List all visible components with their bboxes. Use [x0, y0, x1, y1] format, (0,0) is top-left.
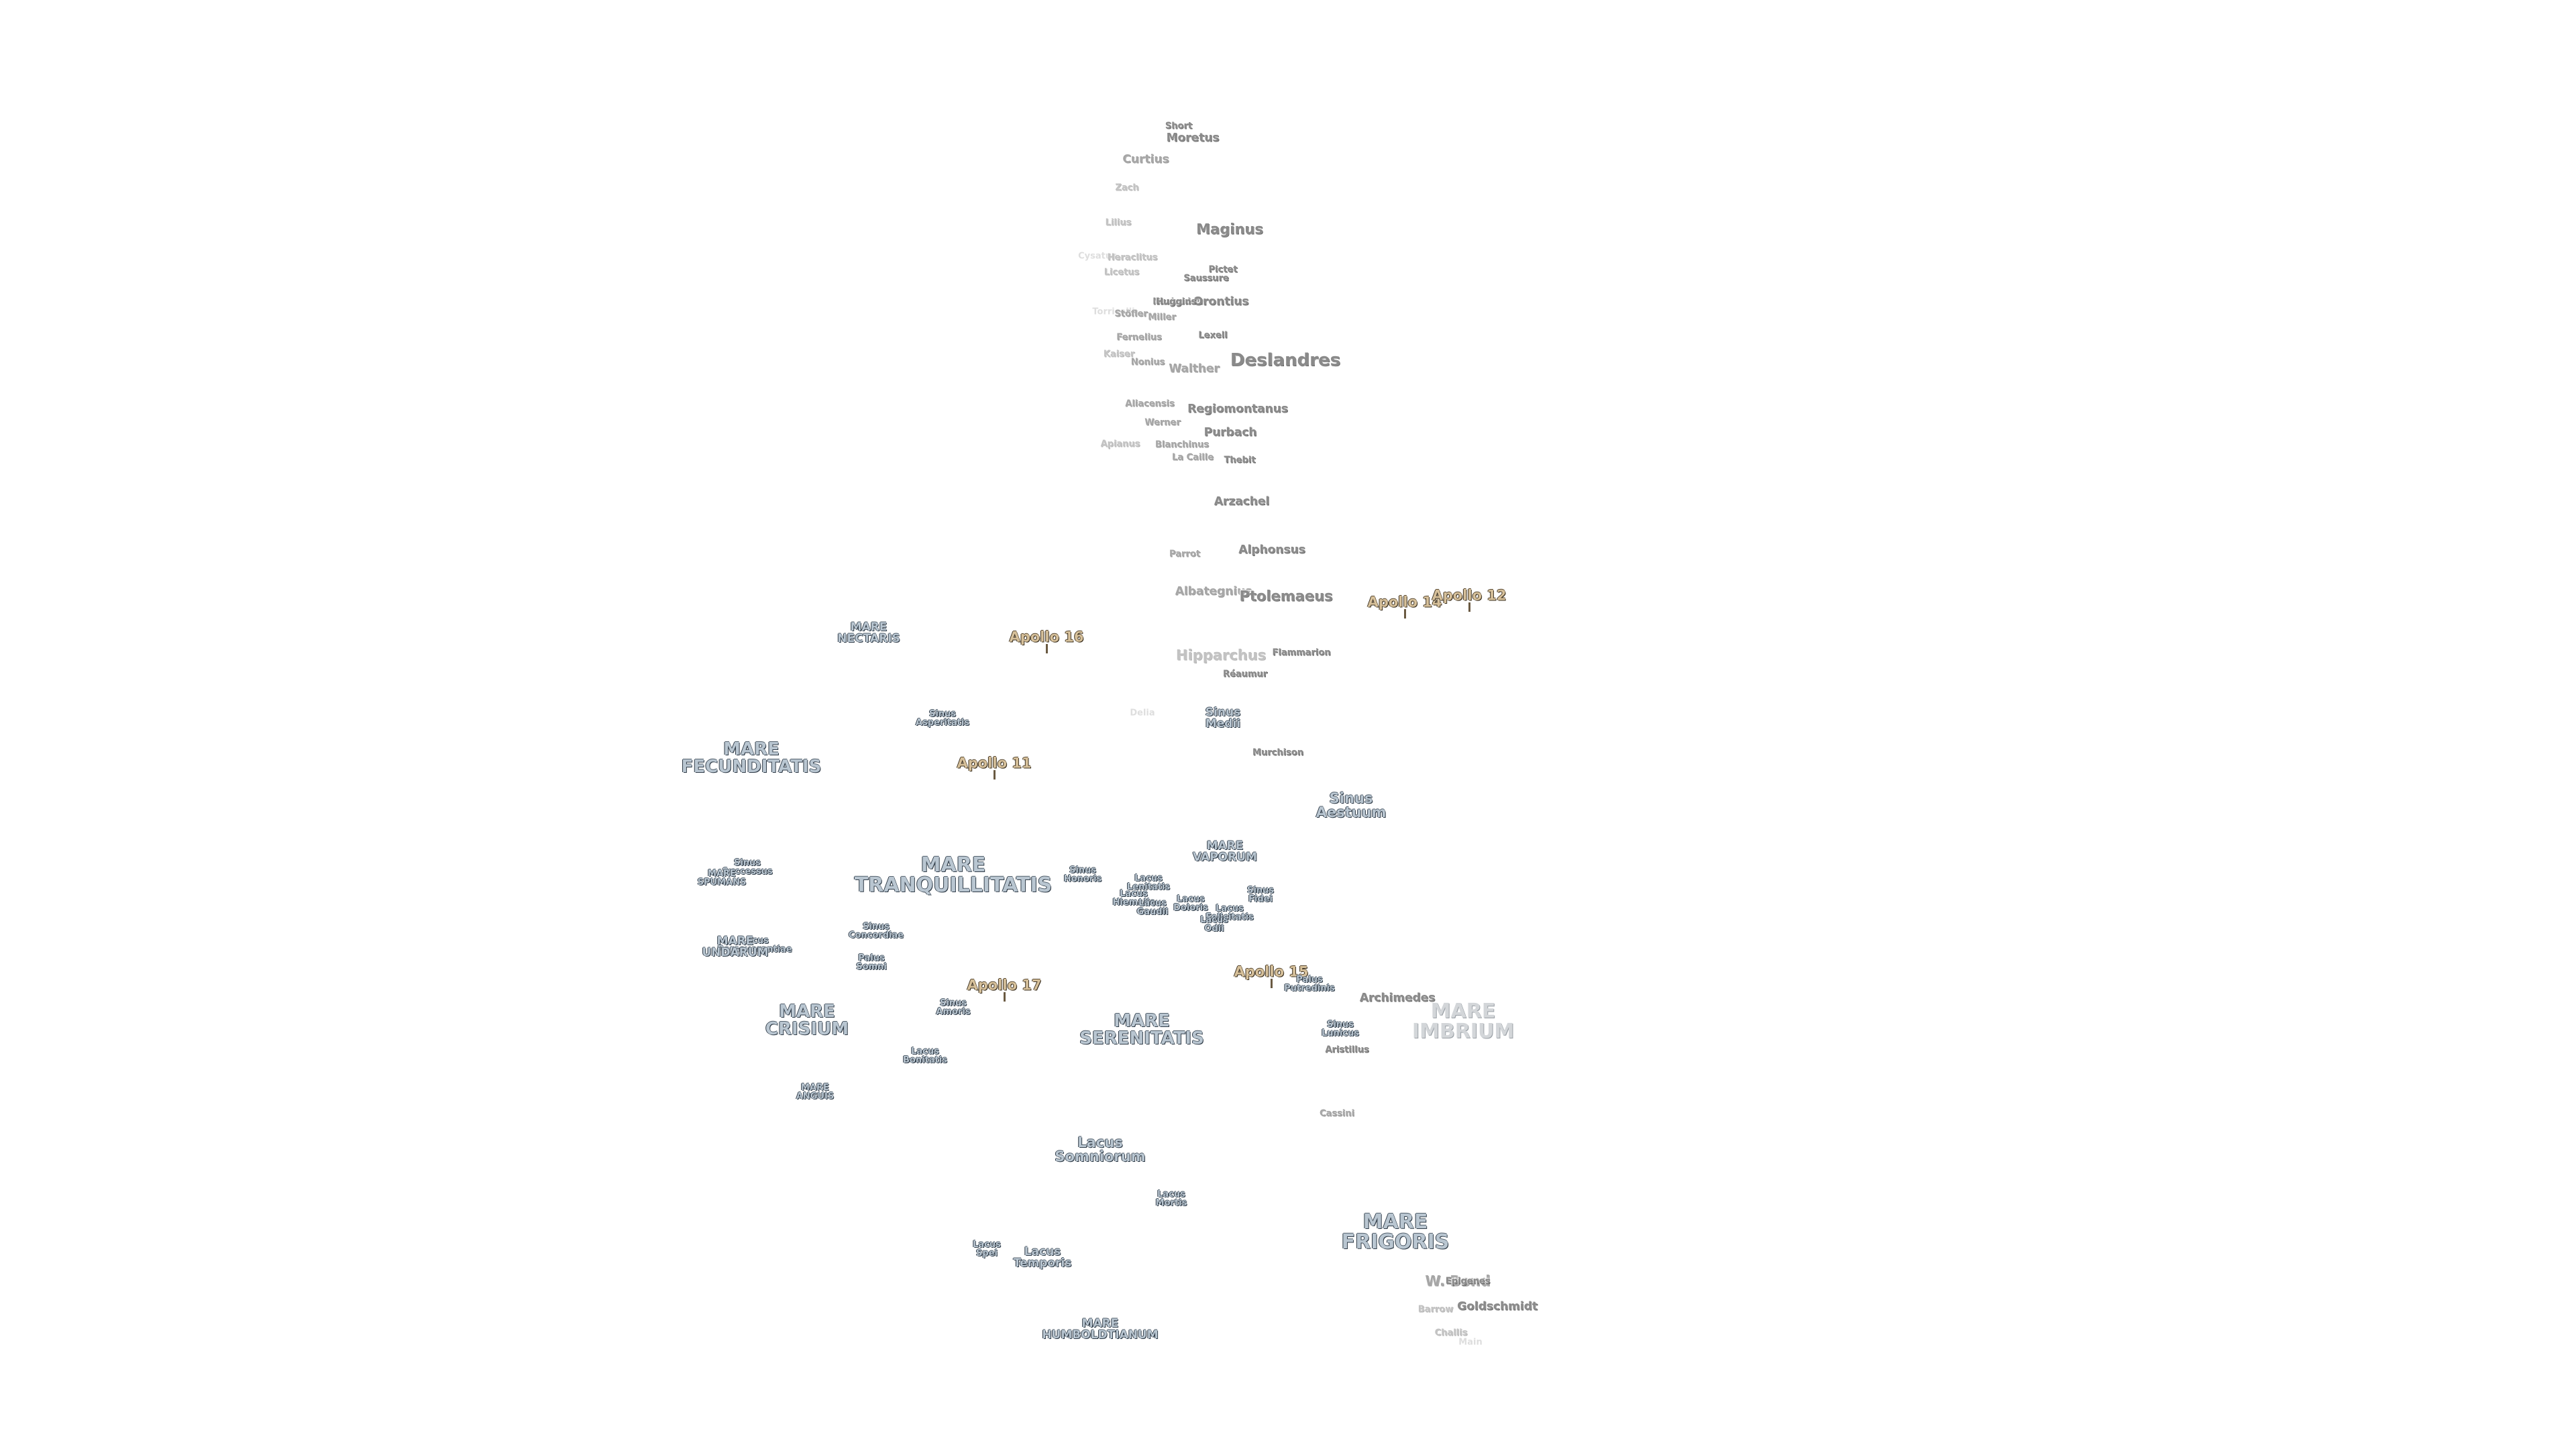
- mare-label-sinus-fidei: Sinus Fidei: [1246, 885, 1275, 904]
- mare-label-mare-undarum: MARE UNDARUM: [702, 934, 769, 959]
- apollo-site-apollo-11: Apollo 11: [957, 755, 1032, 771]
- mare-label-lacus-bonitatis: Lacus Bonitatis: [903, 1046, 947, 1065]
- apollo-site-apollo-14: Apollo 14: [1367, 594, 1442, 610]
- crater-label-miller: Miller: [1148, 312, 1176, 323]
- crater-label-orontius: Orontius: [1193, 294, 1249, 309]
- crater-label-epigenes: Epigenes: [1445, 1276, 1491, 1287]
- mare-label-lacus-temporis: Lacus Temporis: [1013, 1245, 1072, 1270]
- crater-label-maginus: Maginus: [1196, 221, 1263, 237]
- mare-label-mare-tranquillitatis: MARE TRANQUILLITATIS: [854, 853, 1053, 897]
- apollo-site-apollo-12: Apollo 12: [1432, 587, 1507, 604]
- crater-label-licetus: Licetus: [1104, 267, 1140, 278]
- mare-label-mare-humboldtianum: MARE HUMBOLDTIANUM: [1042, 1317, 1159, 1342]
- crater-label-blanchinus: Blanchinus: [1155, 439, 1210, 450]
- mare-label-lacus-odii: Lacus Odii: [1200, 915, 1228, 934]
- crater-label-aliacensis: Aliacensis: [1125, 398, 1175, 409]
- crater-label-nasireddin: Nasireddin: [1152, 297, 1206, 307]
- crater-label-deslandres: Deslandres: [1230, 350, 1341, 370]
- crater-label-werner: Werner: [1144, 417, 1181, 428]
- crater-label-challis: Challis: [1434, 1328, 1468, 1338]
- mare-label-sinus-asperitatis: Sinus Asperitatis: [915, 709, 970, 728]
- crater-label-walther: Walther: [1169, 362, 1220, 376]
- crater-label-arzachel: Arzachel: [1214, 494, 1270, 508]
- crater-label-archimedes: Archimedes: [1359, 991, 1436, 1005]
- crater-label-heraclitus: Heraclitus: [1107, 252, 1158, 263]
- mare-label-mare-fecunditatis: MARE FECUNDITATIS: [681, 739, 822, 777]
- crater-label-flammarion: Flammarion: [1272, 647, 1331, 658]
- apollo-site-marker: [1404, 609, 1406, 619]
- crater-label-curtius: Curtius: [1122, 152, 1169, 166]
- mare-label-mare-imbrium: MARE IMBRIUM: [1411, 1000, 1515, 1043]
- crater-label-regiomontanus: Regiomontanus: [1187, 402, 1288, 416]
- mare-label-lacus-somniorum: Lacus Somniorum: [1055, 1134, 1146, 1165]
- mare-label-mare-frigoris: MARE FRIGORIS: [1341, 1210, 1450, 1254]
- mare-label-mare-anguis: MARE ANGUIS: [796, 1083, 835, 1102]
- mare-label-sinus-honoris: Sinus Honoris: [1063, 865, 1102, 884]
- apollo-site-marker: [1004, 992, 1006, 1002]
- mare-label-sinus-concordiae: Sinus Concordiae: [848, 922, 904, 941]
- crater-label-zach: Zach: [1115, 182, 1139, 193]
- crater-label-short: Short: [1165, 121, 1193, 131]
- crater-label-apianus: Apianus: [1100, 439, 1140, 449]
- crater-label-w-bond: W. Bond: [1425, 1273, 1491, 1289]
- apollo-site-marker: [994, 770, 996, 780]
- crater-label-aristillus: Aristillus: [1325, 1044, 1369, 1055]
- crater-label-alphonsus: Alphonsus: [1238, 543, 1305, 557]
- mare-label-sinus-medii: Sinus Medii: [1205, 706, 1241, 731]
- crater-label-r-aumur: Réaumur: [1222, 669, 1268, 680]
- crater-label-thebit: Thebit: [1224, 455, 1256, 466]
- mare-label-sinus-successus: Sinus Successus: [722, 858, 773, 877]
- apollo-site-marker: [1271, 979, 1273, 988]
- mare-label-mare-serenitatis: MARE SERENITATIS: [1079, 1011, 1204, 1049]
- crater-label-barrow: Barrow: [1417, 1304, 1454, 1315]
- crater-label-parrot: Parrot: [1169, 549, 1200, 559]
- mare-label-palus-somni: Palus Somni: [856, 953, 887, 972]
- mare-label-lacus-perseverantiae: Lacus Perseverantiae: [717, 936, 792, 955]
- crater-label-pictet: Pictet: [1208, 264, 1238, 275]
- crater-label-fernelius: Fernelius: [1116, 332, 1162, 343]
- crater-label-huggins: Huggins: [1155, 297, 1197, 307]
- mare-label-lacus-felicitatis: Lacus Felicitatis: [1205, 904, 1254, 922]
- crater-label-cassini: Cassini: [1320, 1108, 1354, 1119]
- mare-label-lacus-gaudii: Lacus Gaudii: [1136, 898, 1169, 917]
- mare-label-lacus-doloris: Lacus Doloris: [1173, 894, 1208, 913]
- crater-label-lexell: Lexell: [1198, 330, 1228, 341]
- crater-label-saussure: Saussure: [1183, 273, 1229, 284]
- mare-label-lacus-hiemalis: Lacus Hiemalis: [1112, 889, 1155, 908]
- crater-label-goldschmidt: Goldschmidt: [1457, 1299, 1538, 1313]
- mare-label-lacus-lenitatis: Lacus Lenitatis: [1126, 873, 1171, 892]
- crater-label-st-fler: Stöfler: [1114, 309, 1148, 319]
- mare-label-sinus-lunicus: Sinus Lunicus: [1322, 1020, 1359, 1038]
- crater-label-moretus: Moretus: [1166, 131, 1220, 145]
- crater-label-delia: Delia: [1130, 708, 1155, 718]
- crater-label-cysatus: Cysatus: [1078, 251, 1117, 262]
- crater-label-lilius: Lilius: [1105, 217, 1132, 228]
- mare-label-mare-vaporum: MARE VAPORUM: [1193, 839, 1257, 864]
- crater-label-main: Main: [1458, 1337, 1483, 1348]
- mare-label-mare-crisium: MARE CRISIUM: [765, 1002, 849, 1039]
- crater-label-nonius: Nonius: [1130, 357, 1165, 368]
- apollo-site-marker: [1046, 644, 1048, 653]
- mare-label-palus-putredinis: Palus Putredinis: [1284, 975, 1335, 994]
- crater-label-murchison: Murchison: [1252, 747, 1303, 758]
- mare-label-mare-spumans: MARE SPUMANS: [697, 869, 747, 888]
- crater-label-ptolemaeus: Ptolemaeus: [1239, 588, 1333, 604]
- crater-label-kaiser: Kaiser: [1103, 349, 1135, 360]
- crater-label-purbach: Purbach: [1203, 425, 1257, 439]
- apollo-site-apollo-17: Apollo 17: [967, 977, 1042, 994]
- crater-label-hipparchus: Hipparchus: [1175, 647, 1267, 663]
- mare-label-lacus-spei: Lacus Spei: [973, 1240, 1001, 1258]
- apollo-site-apollo-15: Apollo 15: [1234, 963, 1309, 980]
- mare-label-sinus-aestuum: Sinus Aestuum: [1316, 790, 1387, 820]
- apollo-site-apollo-16: Apollo 16: [1009, 629, 1084, 645]
- mare-label-sinus-amoris: Sinus Amoris: [936, 998, 971, 1017]
- crater-label-torricelli: Torricelli: [1092, 307, 1135, 317]
- mare-label-mare-nectaris: MARE NECTARIS: [837, 621, 900, 645]
- crater-label-albategnius: Albategnius: [1175, 584, 1252, 598]
- mare-label-lacus-mortis: Lacus Mortis: [1155, 1189, 1187, 1208]
- crater-label-la-caille: La Caille: [1171, 452, 1214, 463]
- apollo-site-marker: [1468, 602, 1470, 612]
